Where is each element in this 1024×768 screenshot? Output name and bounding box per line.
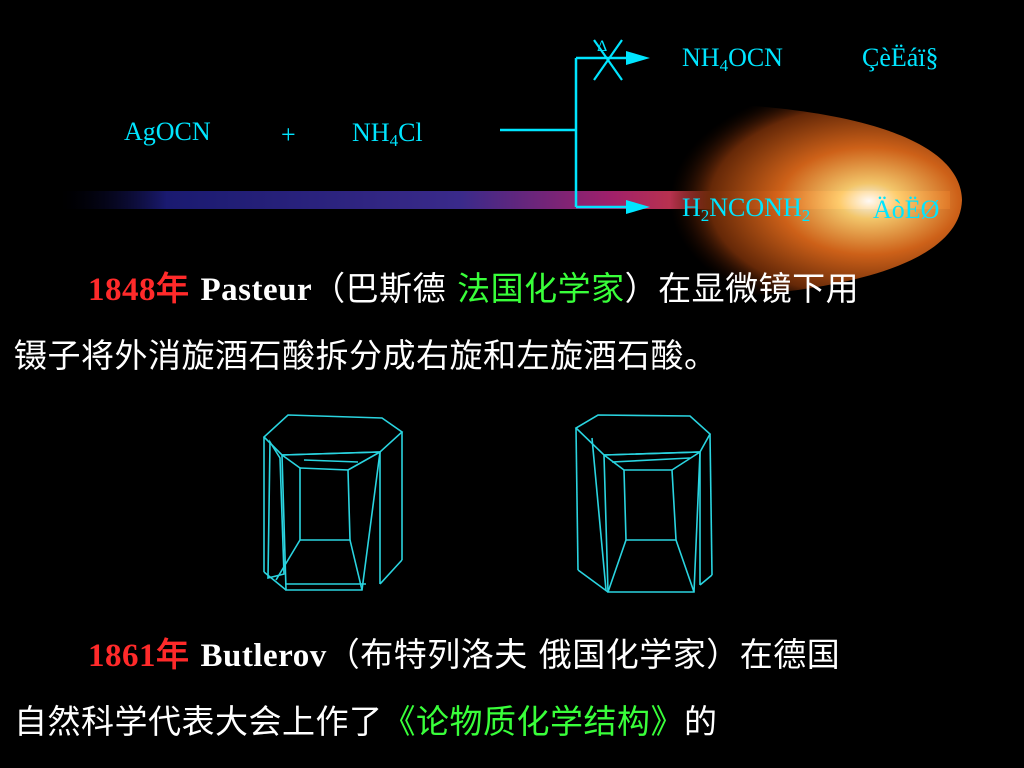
delta-mark: Δ: [597, 38, 608, 55]
name-butlerov: Butlerov: [200, 638, 327, 674]
cross-mark-icon: [593, 39, 623, 81]
reactant-agocn: AgOCN: [124, 117, 211, 146]
product-urea: H2NCONH2: [682, 193, 811, 225]
paragraph-pasteur: 1848年 Pasteur（巴斯德 法国化学家）在显微镜下用 镊子将外消旋酒石酸…: [14, 256, 1014, 389]
year-1848: 1848年: [88, 272, 190, 308]
arrow-head-top: [626, 51, 650, 65]
arrow-head-bottom: [626, 200, 650, 214]
paragraph-pasteur-line2: 镊子将外消旋酒石酸拆分成右旋和左旋酒石酸。: [14, 336, 718, 375]
paragraph-pasteur-line1: 1848年 Pasteur（巴斯德 法国化学家）在显微镜下用: [88, 269, 860, 308]
year-1861: 1861年: [88, 638, 190, 674]
crystal-left: [262, 414, 404, 591]
product1-label: ÇèËáï§: [862, 43, 939, 72]
paragraph-butlerov-line2: 自然科学代表大会上作了《论物质化学结构》的: [14, 702, 718, 741]
product-nh4ocn: NH4OCN: [682, 43, 783, 75]
product2-label: ÄòËØ: [873, 195, 940, 224]
paragraph-butlerov-line1: 1861年 Butlerov（布特列洛夫 俄国化学家）在德国: [88, 635, 841, 674]
paragraph-butlerov: 1861年 Butlerov（布特列洛夫 俄国化学家）在德国 自然科学代表大会上…: [14, 622, 1014, 755]
reaction-arrows: [500, 56, 630, 209]
book-title: 《论物质化学结构》: [382, 702, 684, 741]
role-highlight: 法国化学家: [457, 269, 625, 308]
reactant-nh4cl: NH4Cl: [352, 118, 423, 150]
crystal-right: [574, 414, 713, 593]
name-pasteur: Pasteur: [200, 272, 313, 308]
glow-comet: [630, 101, 962, 300]
plus-sign: +: [281, 120, 296, 149]
